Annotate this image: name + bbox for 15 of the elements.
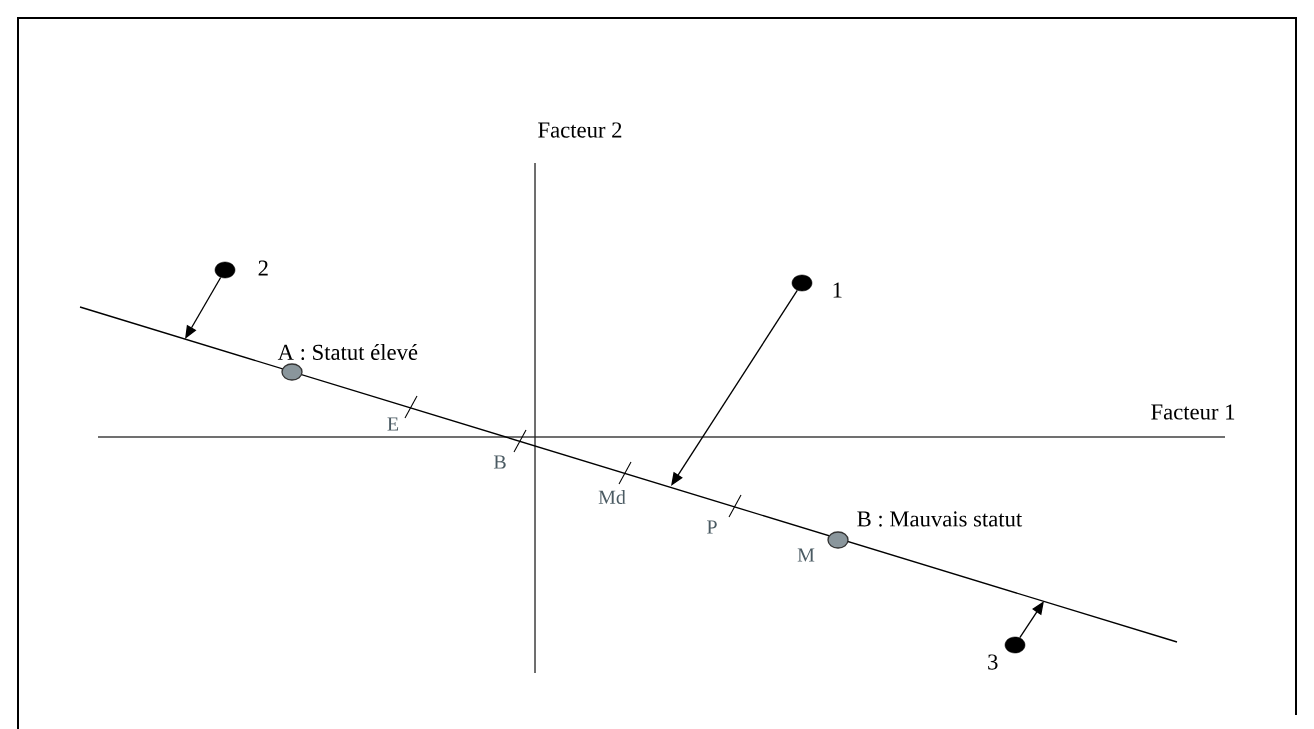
tick-label: P [707,520,717,534]
point-label: 2 [258,260,268,276]
point-label: A : Statut élevé [277,343,418,361]
axis-label: Facteur 2 [538,122,622,138]
point-label: B : Mauvais statut [857,511,1023,527]
arrow [671,289,798,486]
tick-label: B [493,455,506,469]
point-label: 1 [833,282,842,298]
tick-label: Md [598,490,626,505]
axis-label: Facteur 1 [1151,404,1235,420]
arrow [185,276,222,339]
tick-label: E [387,417,399,431]
arrow [1019,601,1044,639]
point-label: 3 [988,654,998,670]
tick-label: M [797,548,815,562]
